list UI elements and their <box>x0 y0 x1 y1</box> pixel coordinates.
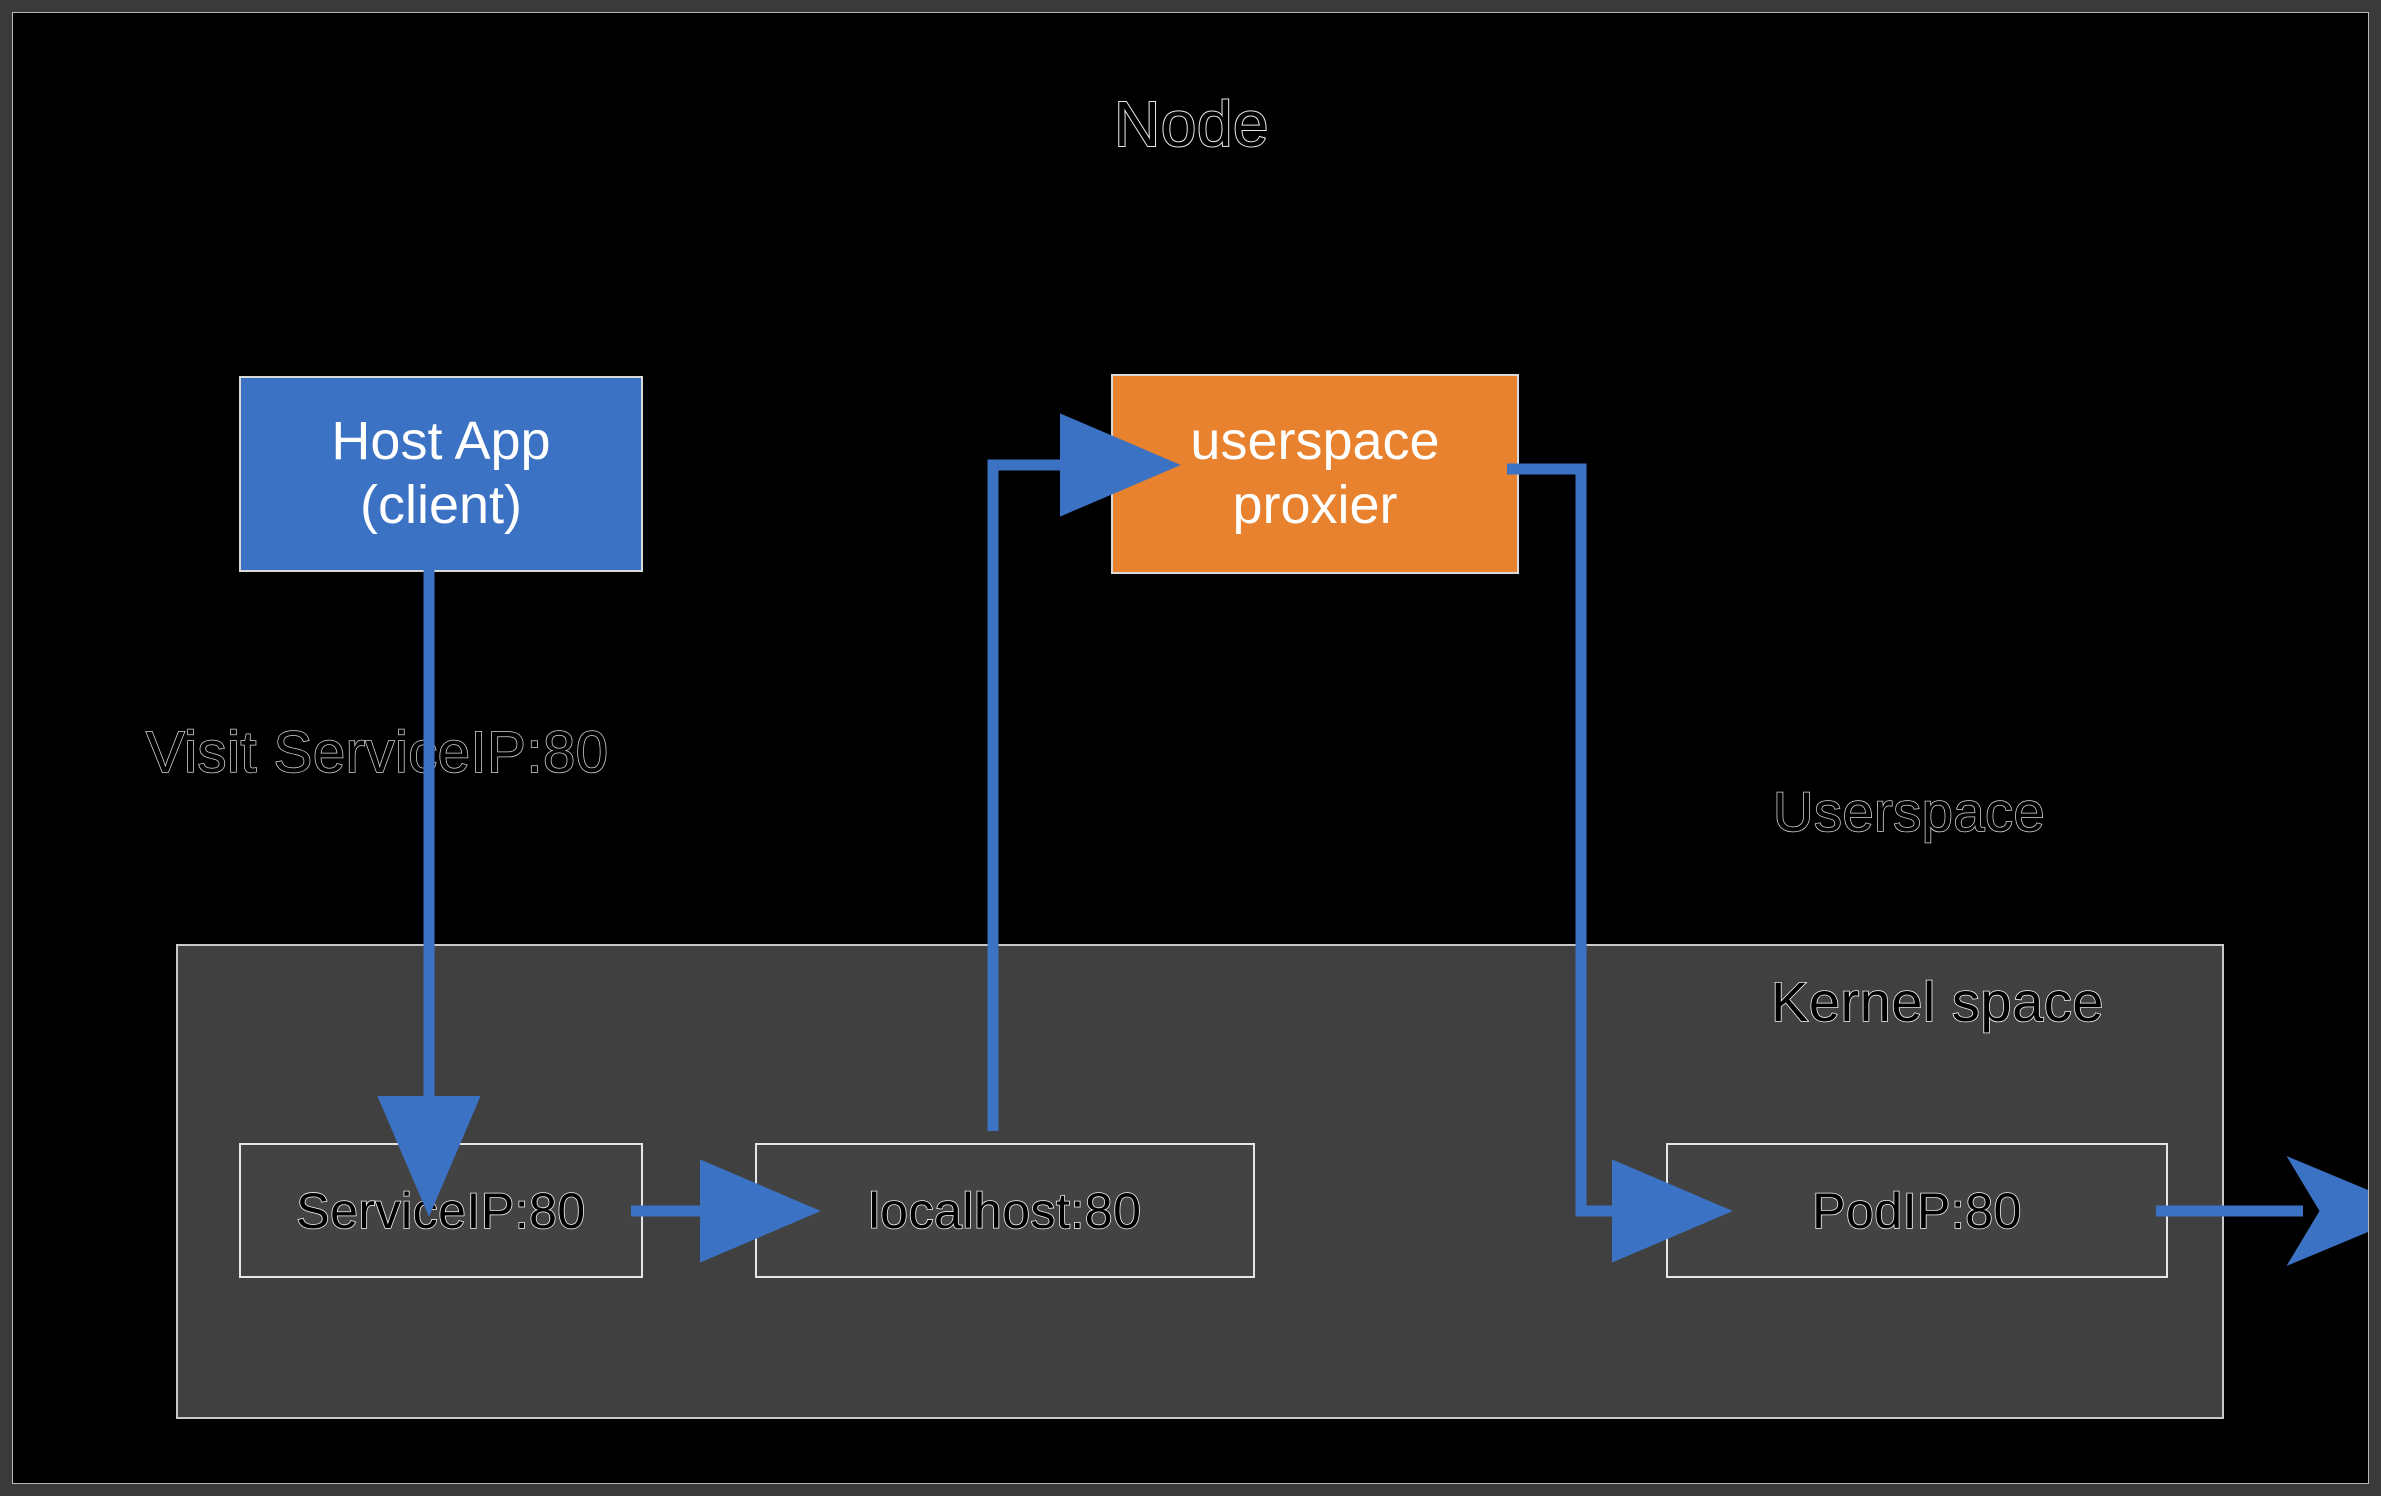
userspace-region-label: Userspace <box>1772 780 2046 843</box>
page-title: Node <box>1113 88 1270 160</box>
node-podip-label: PodIP:80 <box>1811 1182 2022 1240</box>
node-localhost-label: localhost:80 <box>868 1182 1142 1240</box>
node-podip[interactable]: PodIP:80 <box>1666 1143 2168 1278</box>
node-host-app-label-line2: (client) <box>359 475 523 535</box>
node-serviceip[interactable]: ServiceIP:80 <box>239 1143 643 1278</box>
node-localhost[interactable]: localhost:80 <box>755 1143 1255 1278</box>
kernel-space-region-label: Kernel space <box>1770 970 2104 1033</box>
node-userspace-proxier-label-line1: userspace <box>1190 411 1440 472</box>
node-host-app-label-line1: Host App <box>331 411 551 472</box>
edge-label-visit-serviceip: Visit ServiceIP:80 <box>145 720 609 785</box>
diagram-canvas: Node Userspace Kernel space Visit Servic… <box>12 12 2369 1484</box>
node-userspace-proxier[interactable]: userspace proxier <box>1111 374 1519 574</box>
node-userspace-proxier-label-line2: proxier <box>1232 475 1398 535</box>
node-serviceip-label: ServiceIP:80 <box>295 1182 586 1240</box>
node-host-app[interactable]: Host App (client) <box>239 376 643 572</box>
